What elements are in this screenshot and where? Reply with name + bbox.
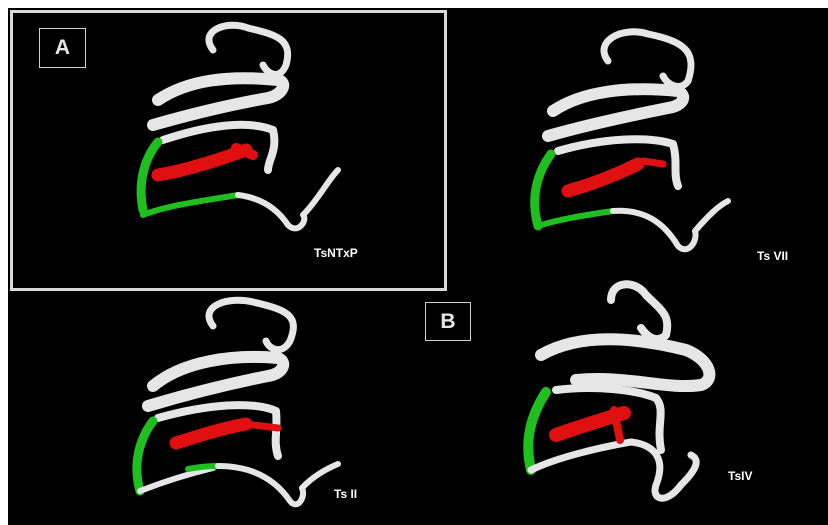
structure-label-ts-vii: Ts VII [757, 249, 788, 263]
figure-canvas: A B [8, 8, 828, 525]
structure-label-tsntxp: TsNTxP [314, 246, 358, 260]
panel-label-b: B [425, 302, 471, 341]
structure-label-tsiv: TsIV [728, 469, 752, 483]
structure-label-ts-ii: Ts II [334, 487, 357, 501]
protein-structure-tsiv [516, 280, 736, 510]
protein-structure-ts-ii [128, 296, 348, 521]
protein-structure-tsntxp [128, 20, 348, 240]
protein-structure-ts-vii [523, 26, 743, 256]
panel-label-a: A [39, 28, 86, 68]
